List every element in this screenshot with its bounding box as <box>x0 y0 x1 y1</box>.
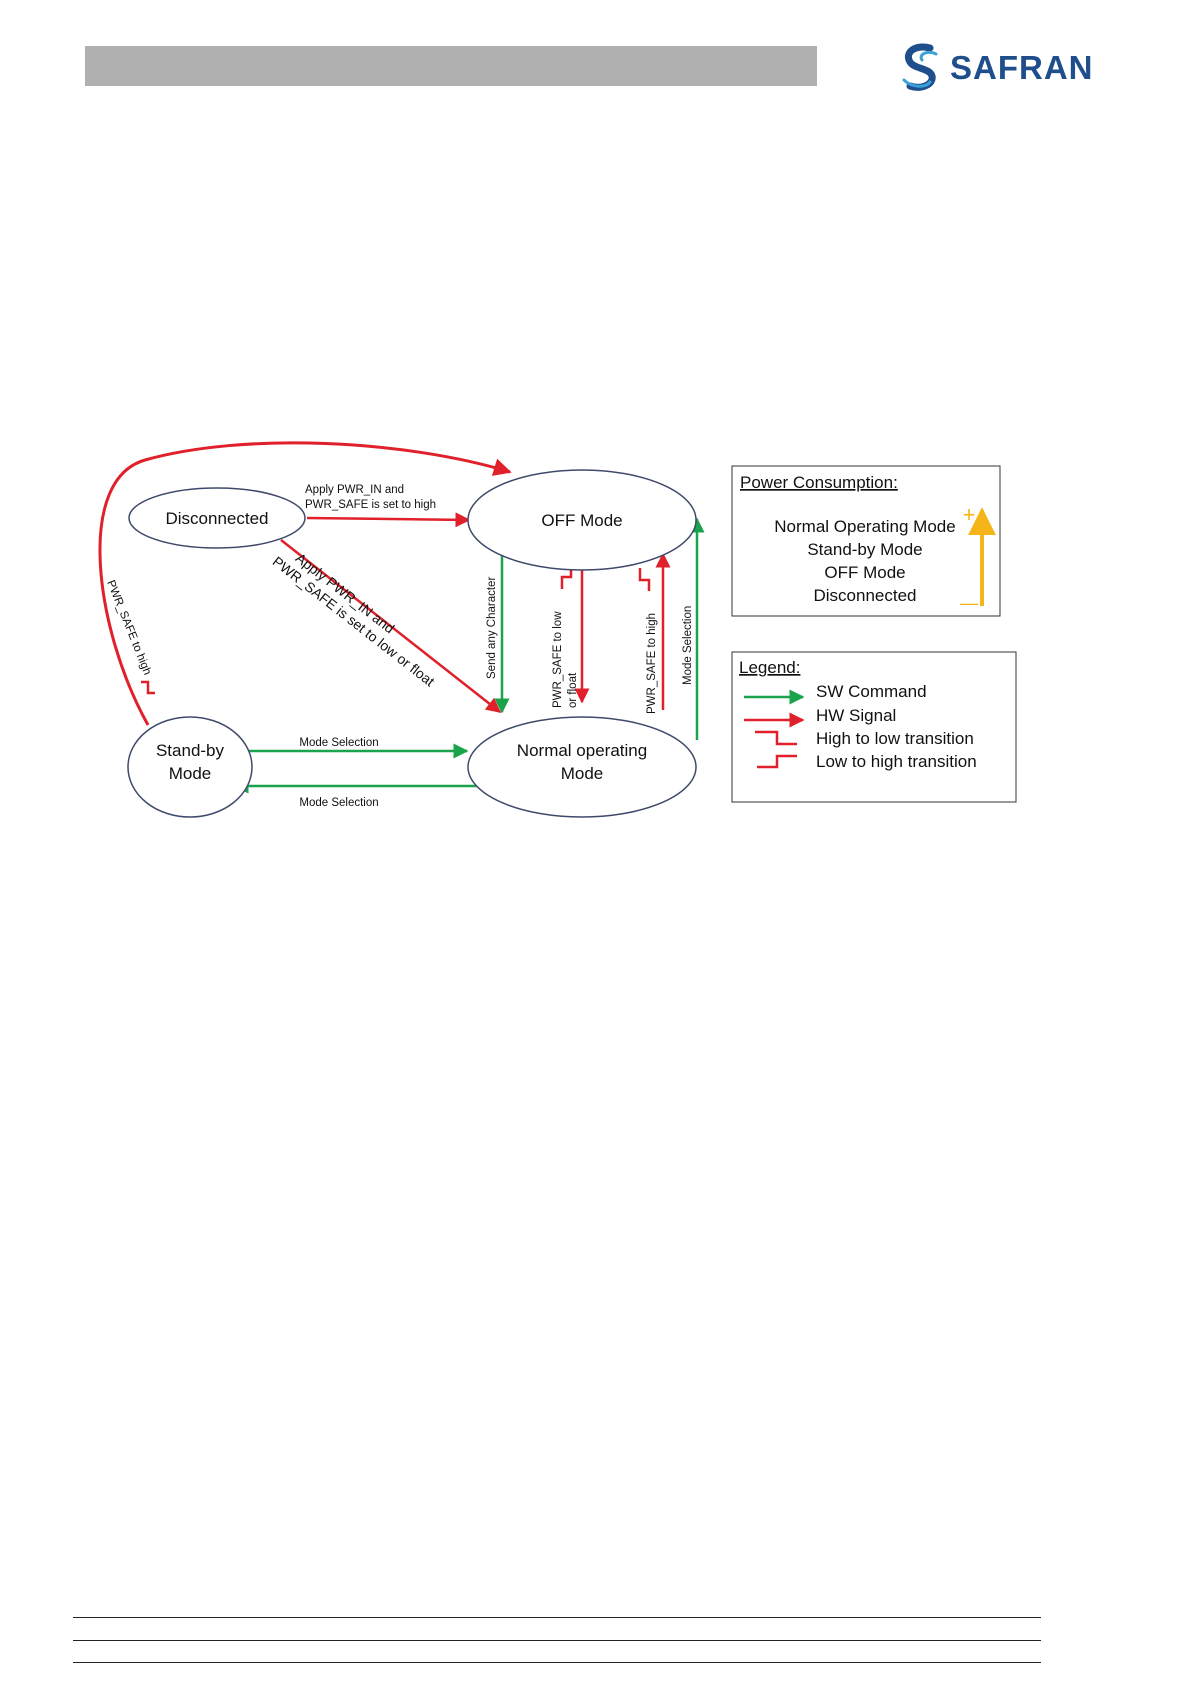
power-item: Stand-by Mode <box>807 540 922 559</box>
high-to-low-symbol <box>755 730 797 746</box>
label-normal-to-off-hw: PWR_SAFE to high <box>646 613 658 714</box>
plus-sign: + <box>963 502 976 527</box>
legend-hw-label: HW Signal <box>816 706 896 725</box>
label-standby-to-normal: Mode Selection <box>299 737 378 749</box>
label-disc-to-normal: PWR_SAFE is set to low or float <box>270 553 438 689</box>
label-off-to-normal-sw: Send any Character <box>486 577 498 679</box>
label-normal-to-off-sw: Mode Selection <box>682 606 694 685</box>
arrow-disconnected-to-off <box>306 512 471 528</box>
state-normal-label: Mode <box>561 764 604 783</box>
state-standby <box>127 716 253 818</box>
power-box-title: Power Consumption: <box>740 473 898 492</box>
power-item: Disconnected <box>813 586 916 605</box>
footer-divider <box>73 1640 1041 1641</box>
power-consumption-box: Power Consumption: Normal Operating Mode… <box>731 465 1001 617</box>
state-off-mode <box>467 469 697 571</box>
legend-h2l-label: High to low transition <box>816 729 974 748</box>
legend-l2h-label: Low to high transition <box>816 752 977 771</box>
legend-sw-label: SW Command <box>816 682 927 701</box>
footer-divider <box>73 1662 1041 1663</box>
legend-box: Legend: SW Command HW Signal High to low… <box>731 651 1017 803</box>
label-off-to-normal-hw: PWR_SAFE to low <box>552 611 564 708</box>
high-to-low-symbol <box>638 568 651 591</box>
state-off-mode-label: OFF Mode <box>541 511 622 530</box>
state-standby-label: Stand-by <box>156 741 225 760</box>
state-standby-label: Mode <box>169 764 212 783</box>
state-diagram: Disconnected OFF Mode Stand-by Mode Norm… <box>98 441 1017 818</box>
safran-logo: SAFRAN <box>902 43 1094 91</box>
legend-title: Legend: <box>739 658 800 677</box>
footer-divider <box>73 1617 1041 1618</box>
low-to-high-symbol <box>560 567 573 589</box>
label-disc-to-off: Apply PWR_IN and <box>305 484 404 496</box>
minus-sign: — <box>960 593 978 613</box>
header-bar <box>85 46 817 86</box>
low-to-high-symbol <box>757 754 797 769</box>
arrow-disconnected-to-normal <box>280 539 502 713</box>
arrow-standby-to-off <box>98 441 512 726</box>
label-disc-to-off: PWR_SAFE is set to high <box>305 499 436 511</box>
power-item: Normal Operating Mode <box>774 517 955 536</box>
label-off-to-normal-hw: or float <box>567 672 579 708</box>
low-to-high-symbol <box>141 680 155 695</box>
state-disconnected-label: Disconnected <box>165 509 268 528</box>
state-disconnected <box>128 487 306 549</box>
power-item: OFF Mode <box>824 563 905 582</box>
state-normal <box>467 716 697 818</box>
brand-name: SAFRAN <box>950 49 1094 86</box>
label-normal-to-standby: Mode Selection <box>299 797 378 809</box>
safran-s-logo-icon <box>902 43 938 91</box>
state-normal-label: Normal operating <box>517 741 647 760</box>
